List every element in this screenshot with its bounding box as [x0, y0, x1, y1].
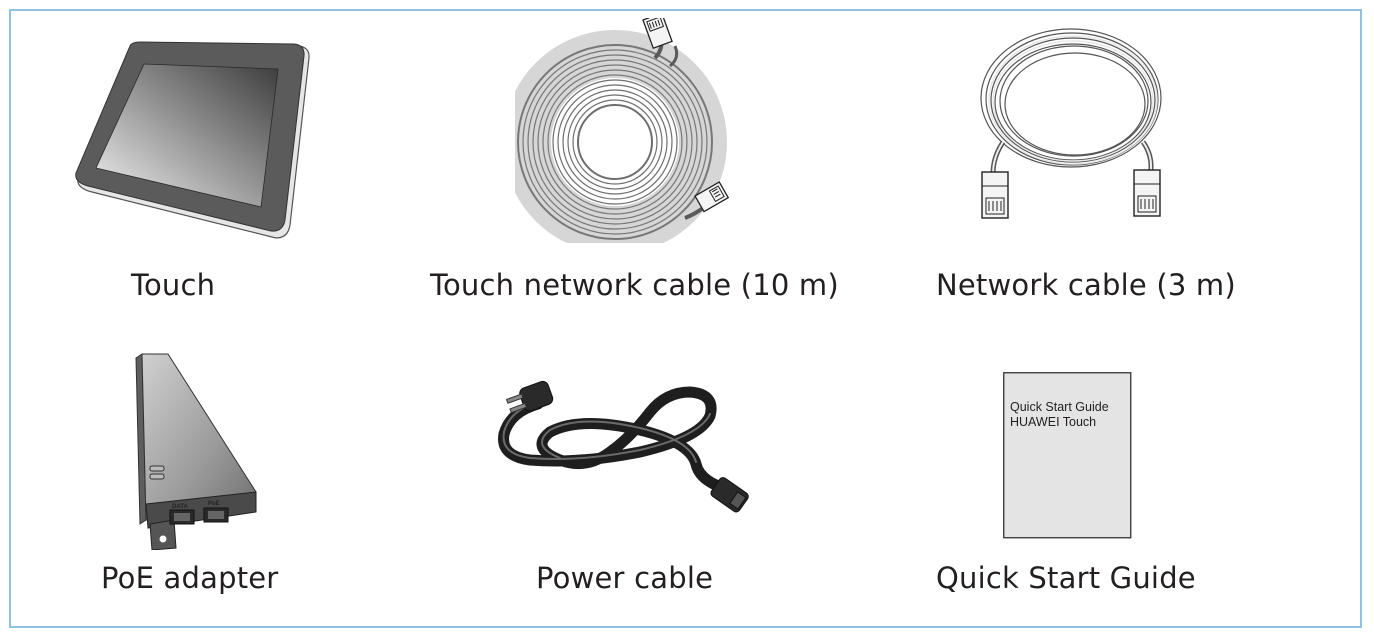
guide-cover-title: Quick Start Guide: [1010, 400, 1109, 414]
power-cable-icon: [498, 380, 749, 513]
item-label-quick-start-guide: Quick Start Guide: [936, 561, 1196, 595]
item-label-network-cable: Network cable (3 m): [936, 268, 1236, 302]
item-label-touch-network-cable: Touch network cable (10 m): [430, 268, 839, 302]
package-contents-frame: [9, 9, 1362, 628]
guide-cover-subtitle: HUAWEI Touch: [1010, 415, 1096, 429]
coiled-network-cable-icon: [515, 18, 730, 243]
poe-adapter-icon: DATA PoE: [135, 353, 257, 550]
poe-poe-port-label: PoE: [208, 501, 220, 507]
poe-data-port-label: DATA: [172, 504, 188, 510]
network-cable-icon: [980, 28, 1162, 219]
quick-start-guide-icon: Quick Start Guide HUAWEI Touch: [1003, 372, 1132, 539]
item-label-power-cable: Power cable: [536, 561, 714, 595]
item-label-poe-adapter: PoE adapter: [101, 561, 279, 595]
item-label-touch: Touch: [131, 268, 216, 302]
touch-tablet-icon: [75, 41, 310, 239]
